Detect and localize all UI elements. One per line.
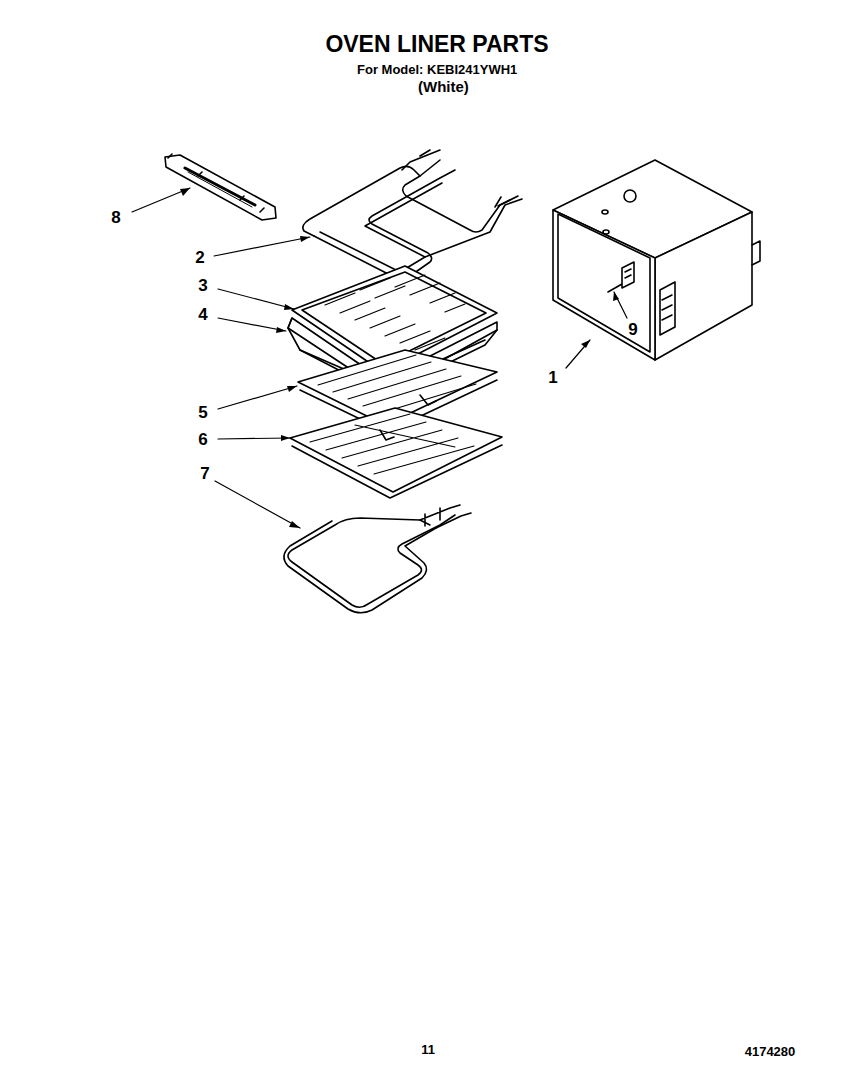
broil-element: [303, 150, 522, 279]
callout-number: 2: [195, 249, 204, 268]
document-number: 4174280: [745, 1045, 796, 1059]
color-note: (White): [418, 79, 469, 96]
oven-liner-box: [553, 160, 760, 360]
strip-part: [165, 154, 276, 220]
model-line: For Model: KEBI241YWH1: [357, 63, 517, 77]
callout-number: 3: [198, 277, 207, 296]
oven-rack: [290, 408, 502, 498]
leader-lines: [132, 188, 627, 528]
callout-number: 1: [548, 369, 557, 388]
leader-arrowheads: [180, 188, 619, 528]
callout-number: 4: [198, 306, 207, 325]
title: OVEN LINER PARTS: [325, 32, 548, 57]
callout-number: 7: [200, 465, 209, 484]
callout-number: 6: [198, 431, 207, 450]
page-number: 11: [421, 1043, 435, 1057]
callout-number: 9: [628, 321, 637, 340]
bake-element: [284, 505, 471, 613]
bracket-part: [608, 262, 634, 292]
callout-number: 5: [198, 404, 207, 423]
callout-number: 8: [111, 209, 120, 228]
